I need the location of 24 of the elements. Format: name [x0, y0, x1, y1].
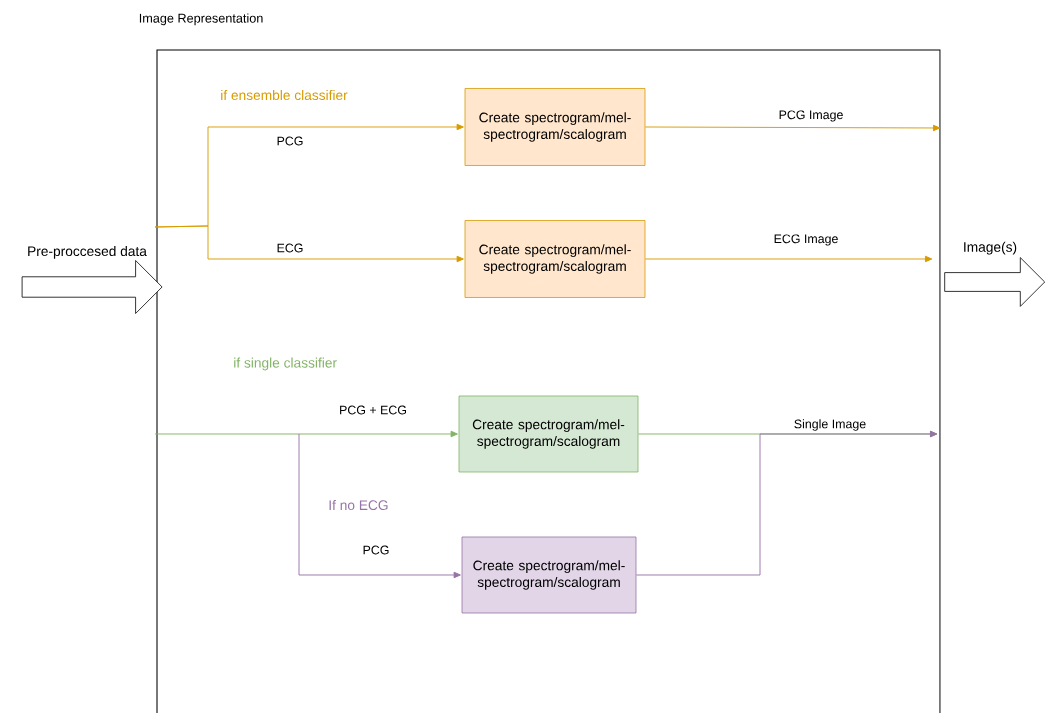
process-box: Create spectrogram/mel-spectrogram/scalogram [464, 220, 646, 298]
condition-label: if ensemble classifier [221, 89, 348, 101]
block-arrow [944, 241, 1046, 307]
block-arrow [21, 246, 163, 314]
arrow [154, 225, 464, 263]
edge-label: ECG Image [772, 233, 840, 247]
arrow [644, 124, 941, 132]
edge-label: ECG [275, 242, 305, 254]
heading: Image Representation [139, 13, 263, 26]
condition-label: If no ECG [329, 499, 388, 510]
edge-label: PCG + ECG [337, 404, 409, 416]
arrow-label: Image(s) [964, 241, 1017, 255]
edge-label: PCG [275, 135, 305, 147]
arrow [635, 430, 938, 576]
arrow [154, 430, 458, 438]
process-box: Create spectrogram/mel-spectrogram/scalogram [458, 395, 639, 473]
process-box: Create spectrogram/mel-spectrogram/scalogram [464, 88, 646, 166]
arrow [298, 433, 461, 579]
edge-label: PCG Image [777, 109, 845, 123]
process-box: Create spectrogram/mel-spectrogram/scalogram [461, 536, 637, 614]
arrow-label: Pre-proccesed data [28, 246, 147, 259]
edge-label: PCG [361, 544, 391, 556]
arrow [644, 255, 933, 263]
condition-label: if single classifier [234, 357, 337, 371]
